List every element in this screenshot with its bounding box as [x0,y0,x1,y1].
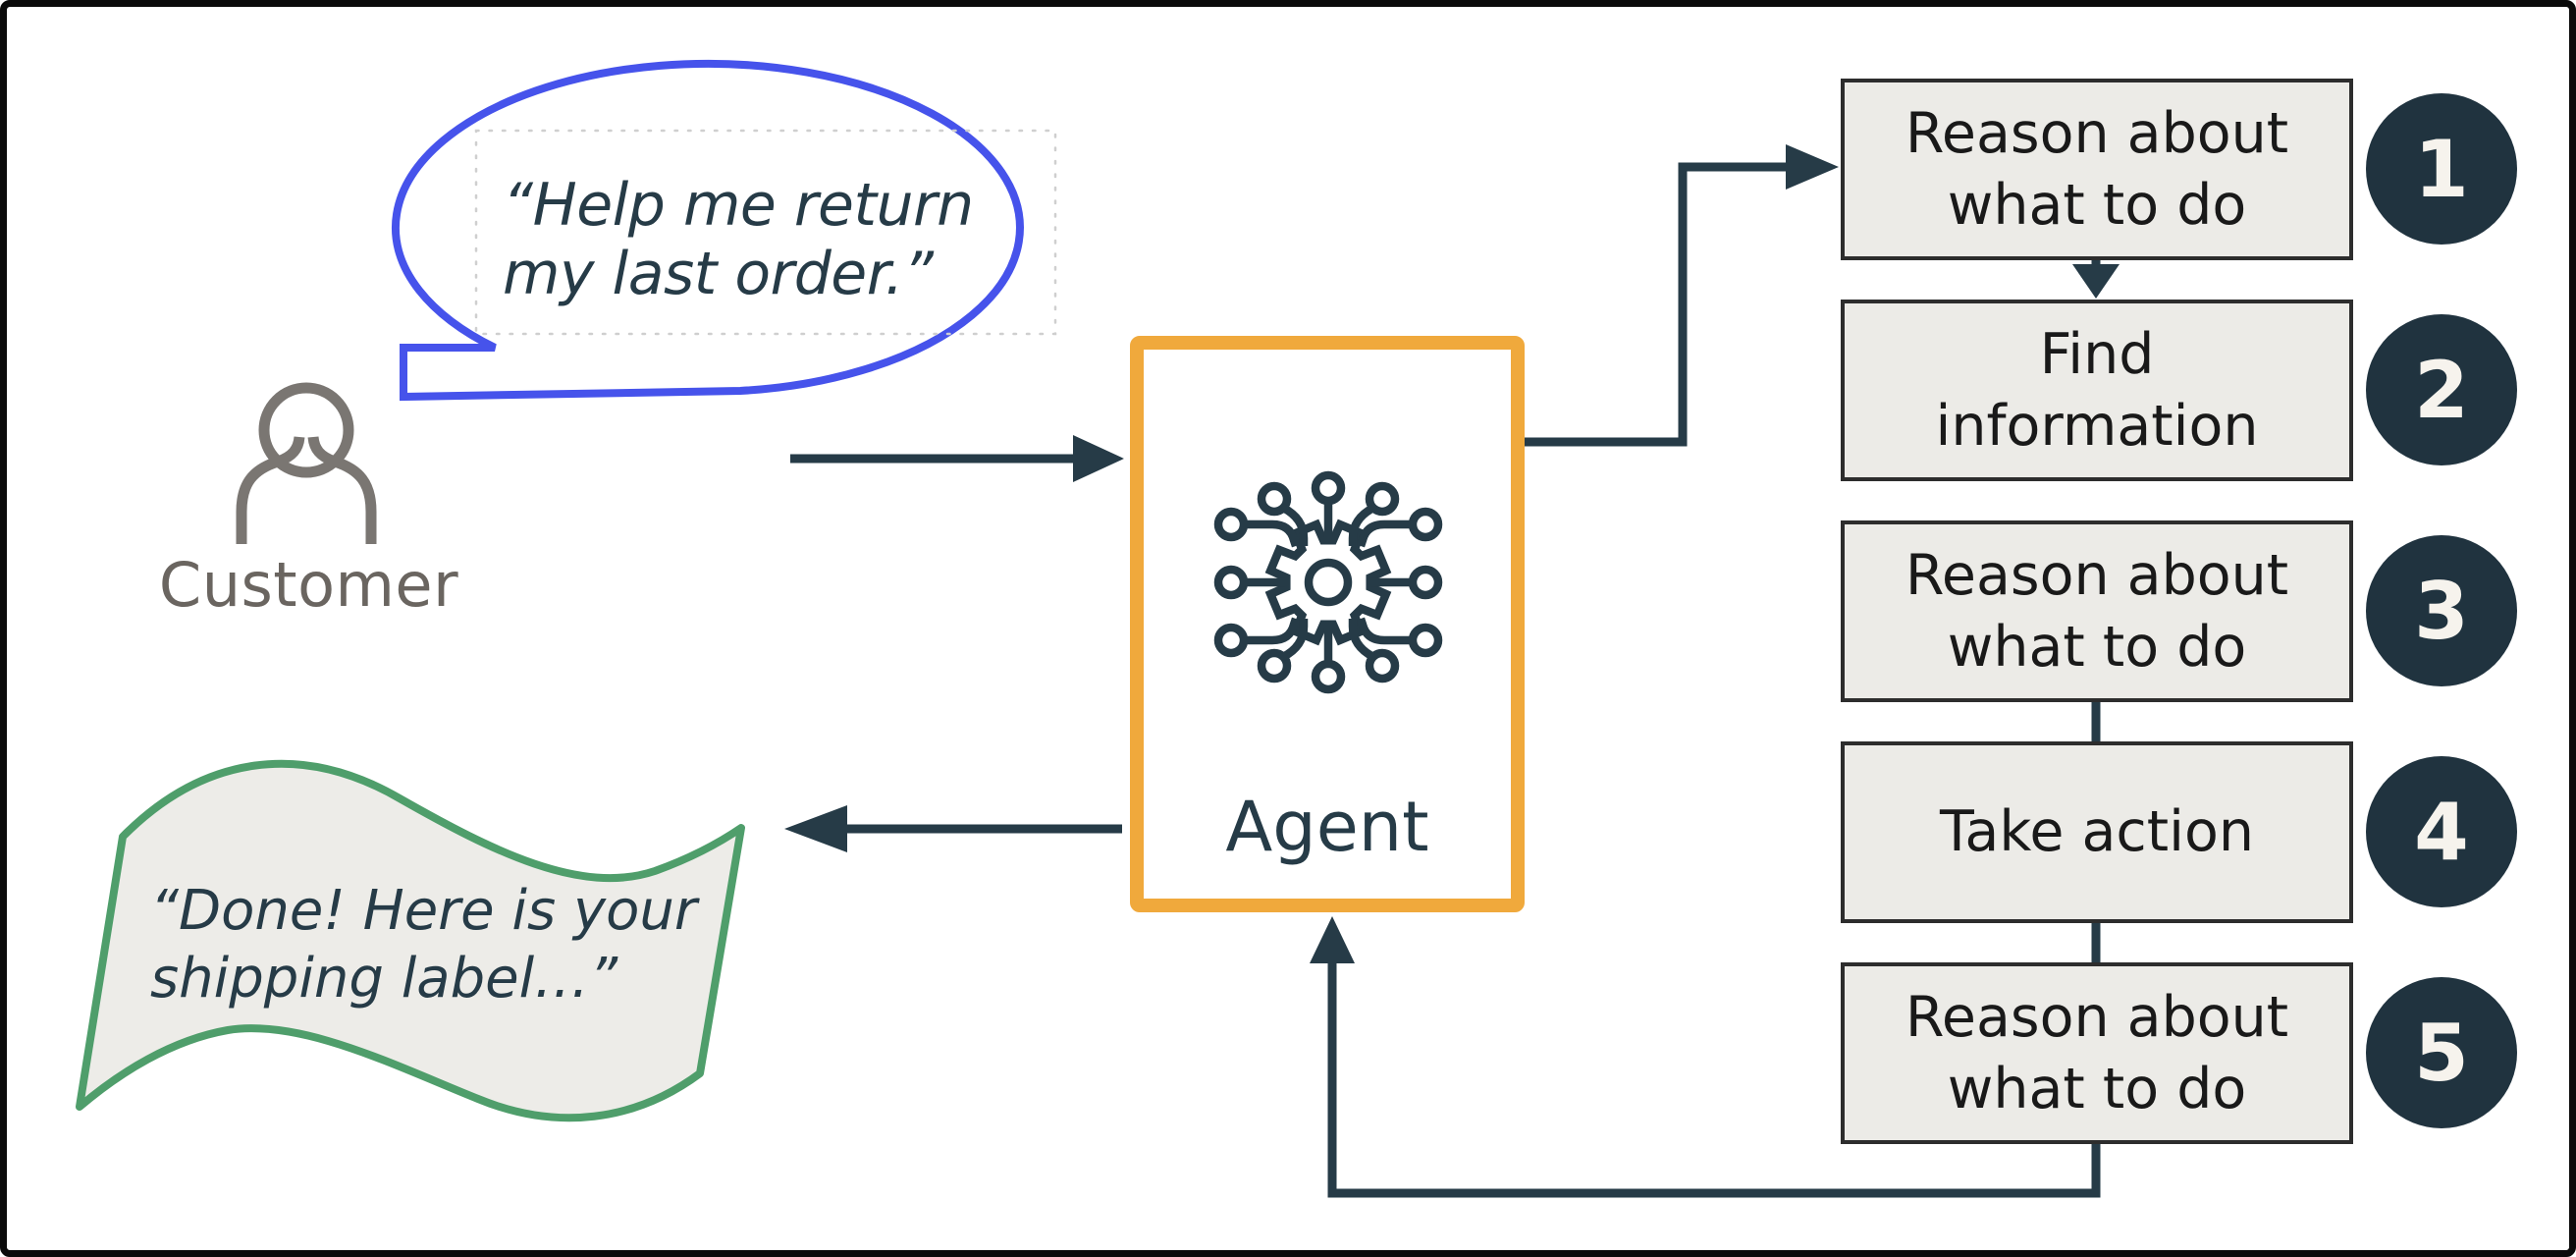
customer-label: Customer [158,549,459,621]
person-icon [236,382,377,544]
step-box-2: Find information [1841,300,2353,481]
bubble-quote: “Help me return my last order.” [503,171,993,308]
step-number-2: 2 [2366,314,2517,465]
bubble-quote-line1: “Help me return [503,171,974,240]
step-number-1: 1 [2366,93,2517,245]
arrow-customer-to-agent [790,435,1124,482]
step-box-1: Reason about what to do [1841,79,2353,260]
circuit-gear-icon [1213,470,1443,694]
step-2-line2: information [1935,393,2259,459]
step-5-line1: Reason about [1905,984,2289,1050]
step-number-5: 5 [2366,977,2517,1128]
banner-quote-line2: shipping label…” [150,947,618,1011]
step-2-line1: Find [2039,321,2155,387]
step-box-3: Reason about what to do [1841,520,2353,702]
connector-agent-to-step1 [1525,144,1839,447]
diagram-shapes-layer [76,59,2120,1198]
agent-label: Agent [1225,787,1429,867]
step-1-line1: Reason about [1905,100,2289,166]
shipping-label-banner [76,759,745,1122]
step-3-line2: what to do [1947,614,2247,680]
bubble-quote-line2: my last order.” [503,239,934,308]
step-5-line2: what to do [1947,1056,2247,1121]
banner-quote-line1: “Done! Here is your [150,879,697,943]
speech-bubble [391,59,1024,402]
step-4-line1: Take action [1940,799,2254,865]
step-3-line1: Reason about [1905,542,2289,608]
arrow-agent-to-customer [784,805,1122,852]
connector-step5-to-agent [1310,916,2101,1198]
step-number-4: 4 [2366,756,2517,907]
banner-quote: “Done! Here is your shipping label…” [150,877,700,1013]
connector-step1-to-step2 [2072,259,2120,299]
step-box-4: Take action [1841,741,2353,923]
step-box-5: Reason about what to do [1841,962,2353,1144]
step-1-line2: what to do [1947,172,2247,238]
step-number-3: 3 [2366,535,2517,686]
